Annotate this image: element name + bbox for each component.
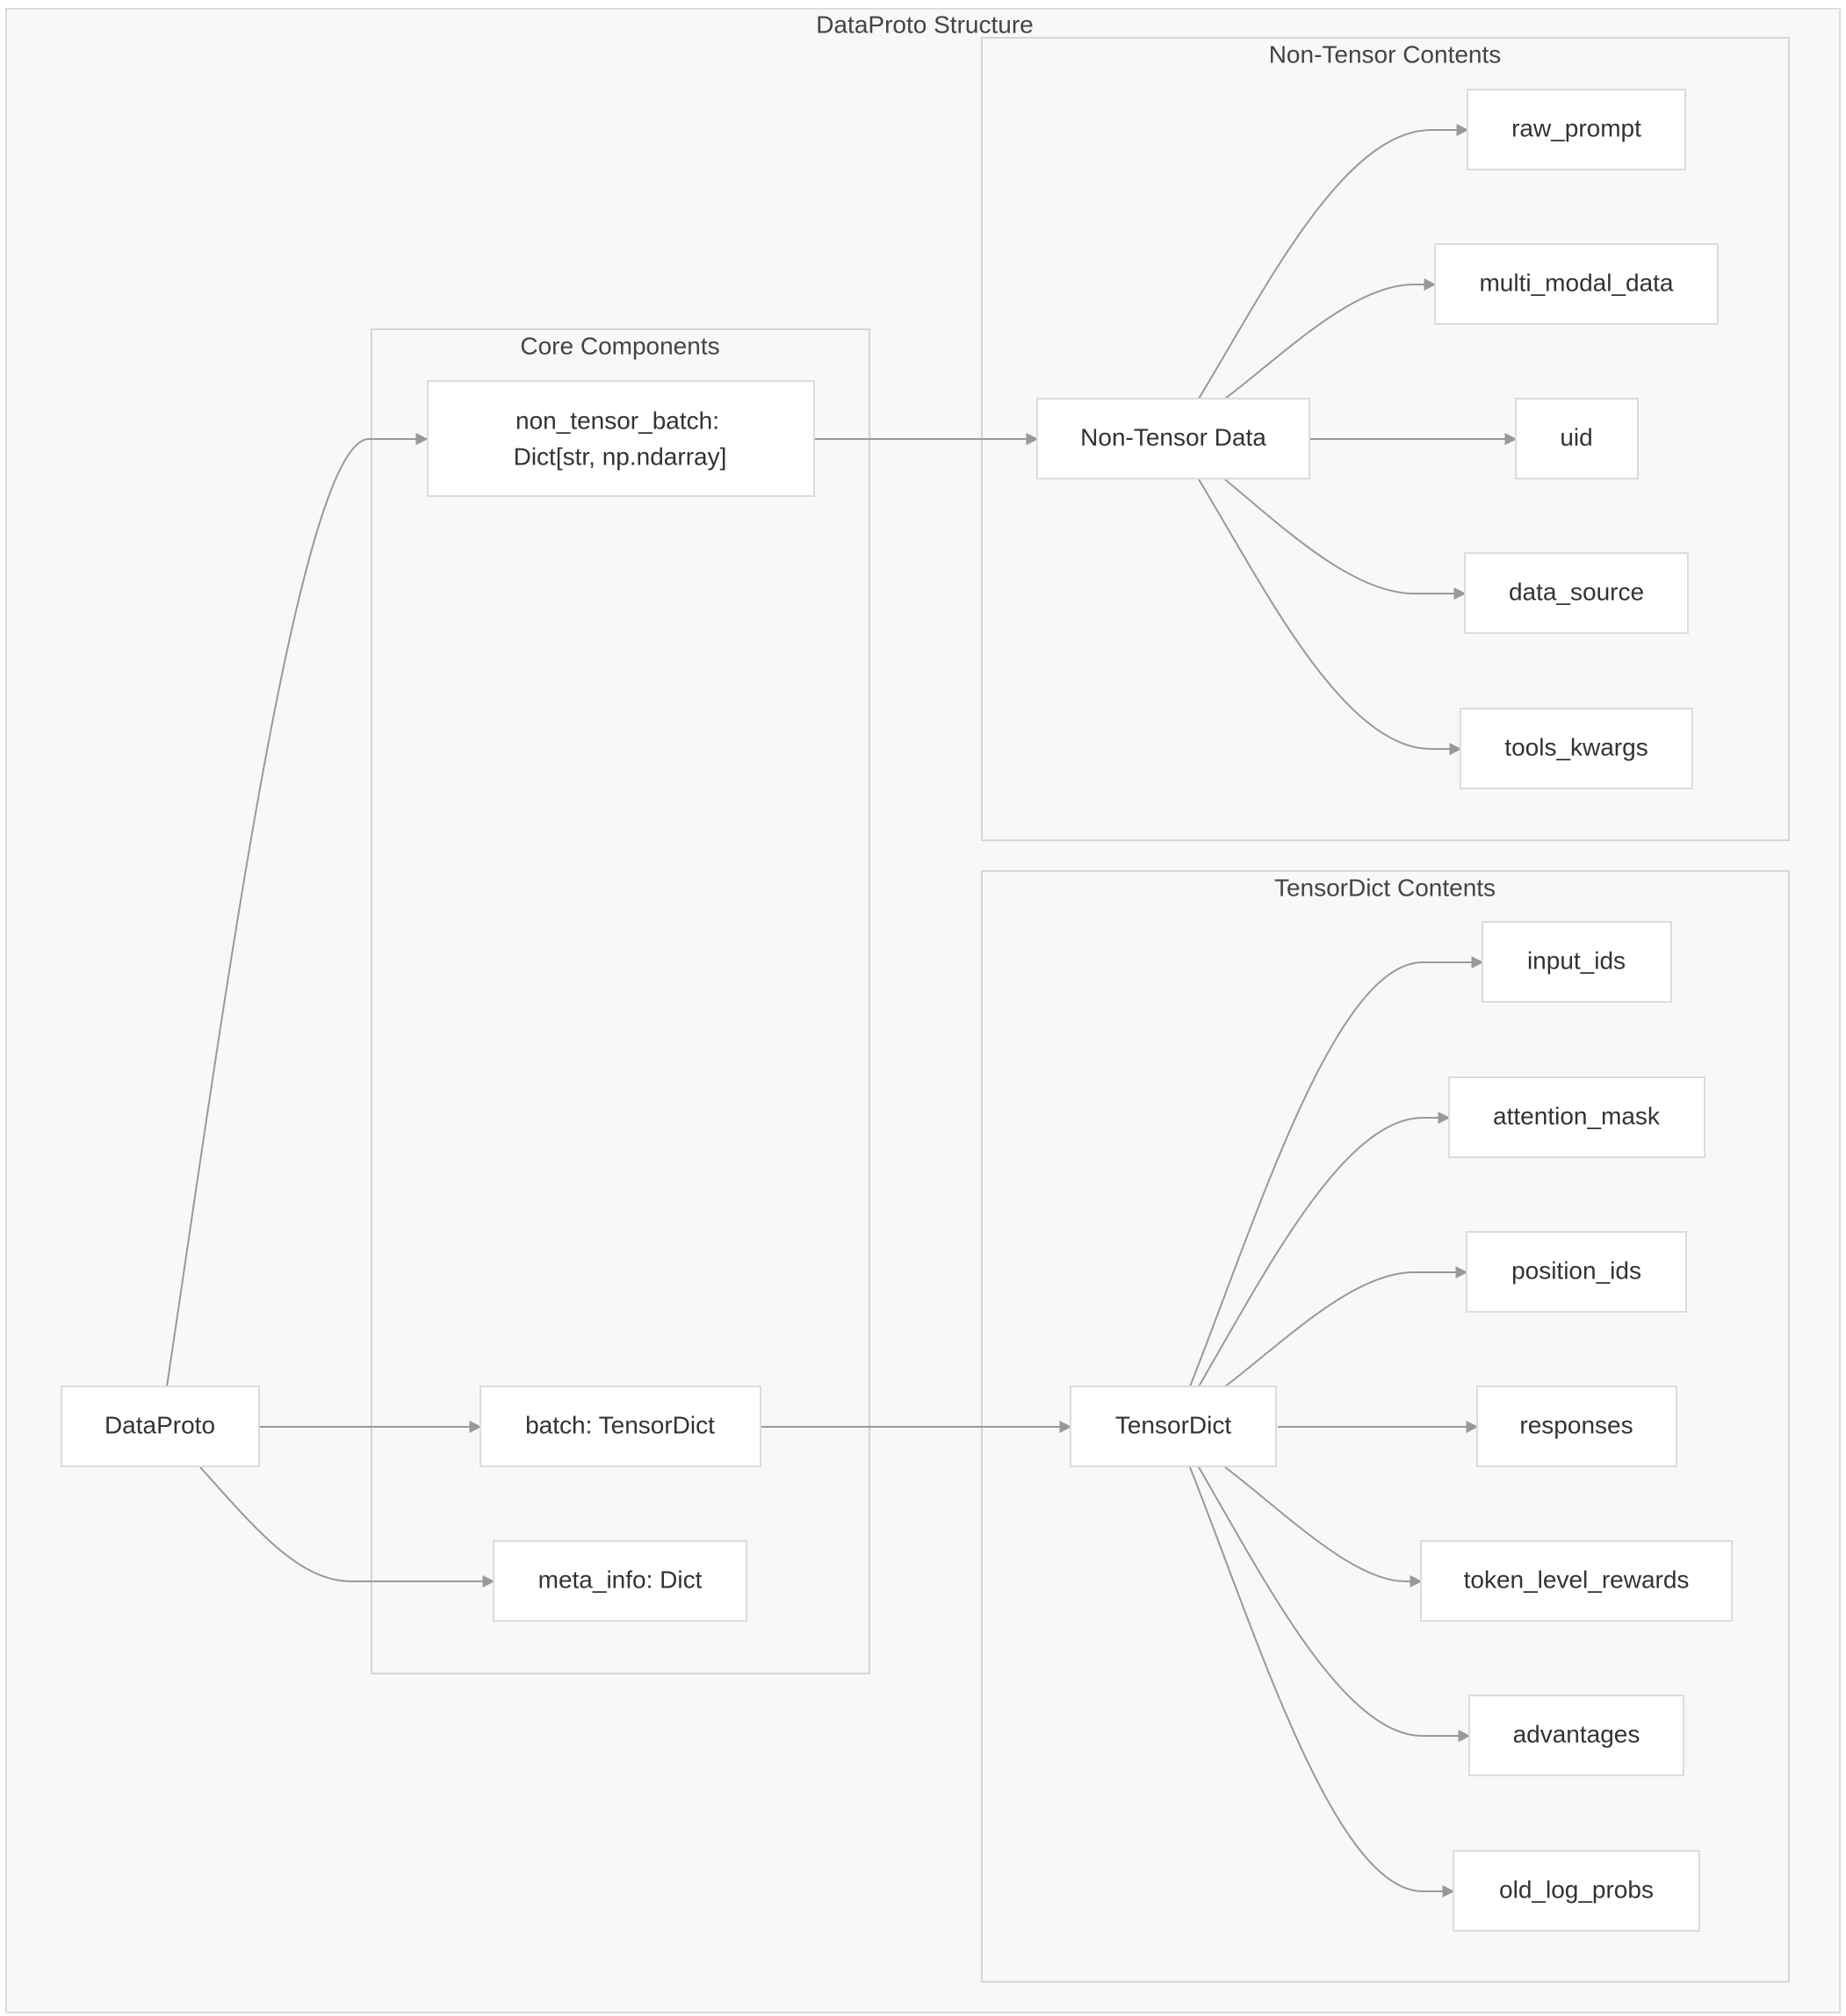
edge-non-tensor-data-to-data-source <box>1224 479 1467 600</box>
node-label-batch: batch: TensorDict <box>525 1411 715 1438</box>
node-multi-modal-data[interactable]: multi_modal_data <box>1434 243 1719 325</box>
node-label-old-log-probs: old_log_probs <box>1499 1876 1654 1903</box>
node-label-non-tensor-batch-line2: Dict[str, np.ndarray] <box>514 443 727 470</box>
node-advantages[interactable]: advantages <box>1468 1695 1684 1776</box>
node-label-raw-prompt: raw_prompt <box>1511 114 1641 141</box>
node-label-meta-info: meta_info: Dict <box>538 1566 703 1593</box>
edge-non-tensor-data-to-tools-kwargs <box>1198 479 1462 755</box>
edges <box>166 124 1518 1897</box>
node-label-tensordict: TensorDict <box>1115 1411 1231 1438</box>
node-label-responses: responses <box>1519 1411 1633 1438</box>
edge-tensordict-to-position-ids <box>1224 1266 1468 1387</box>
node-old-log-probs[interactable]: old_log_probs <box>1453 1850 1700 1932</box>
node-label-advantages: advantages <box>1513 1720 1640 1747</box>
node-dataproto[interactable]: DataProto <box>61 1386 260 1467</box>
node-label-multi-modal-data: multi_modal_data <box>1479 269 1673 296</box>
edge-tensordict-to-attention-mask <box>1198 1112 1451 1387</box>
node-label-non-tensor-data: Non-Tensor Data <box>1080 423 1266 450</box>
edge-tensordict-to-token-level-rewards <box>1224 1466 1423 1588</box>
node-label-non-tensor-batch-line1: non_tensor_batch: <box>516 407 719 434</box>
node-responses[interactable]: responses <box>1476 1386 1677 1467</box>
node-non-tensor-data[interactable]: Non-Tensor Data <box>1036 398 1310 479</box>
node-non-tensor-batch[interactable]: non_tensor_batch: Dict[str, np.ndarray] <box>427 380 815 497</box>
diagram-title: DataProto Structure <box>816 11 1033 38</box>
node-label-attention-mask: attention_mask <box>1493 1102 1661 1129</box>
node-label-input-ids: input_ids <box>1527 947 1626 974</box>
node-label-token-level-rewards: token_level_rewards <box>1464 1566 1690 1593</box>
node-label-dataproto: DataProto <box>105 1411 215 1438</box>
group-title-tensordict-contents: TensorDict Contents <box>1274 874 1496 901</box>
node-label-position-ids: position_ids <box>1511 1256 1641 1284</box>
edge-dataproto-to-meta-info <box>199 1466 495 1588</box>
node-attention-mask[interactable]: attention_mask <box>1448 1076 1705 1158</box>
node-tools-kwargs[interactable]: tools_kwargs <box>1460 708 1693 789</box>
node-position-ids[interactable]: position_ids <box>1466 1231 1687 1313</box>
group-core-components: Core Components <box>371 328 870 1674</box>
node-meta-info[interactable]: meta_info: Dict <box>493 1540 747 1622</box>
node-input-ids[interactable]: input_ids <box>1482 921 1672 1003</box>
edge-tensordict-to-input-ids <box>1189 956 1484 1387</box>
node-token-level-rewards[interactable]: token_level_rewards <box>1420 1540 1733 1622</box>
edge-tensordict-to-advantages <box>1198 1466 1471 1742</box>
edge-non-tensor-data-to-raw-prompt <box>1198 124 1469 400</box>
edge-non-tensor-data-to-multi-modal-data <box>1224 278 1437 400</box>
group-title-core-components: Core Components <box>520 332 719 359</box>
node-raw-prompt[interactable]: raw_prompt <box>1467 89 1686 170</box>
node-label-data-source: data_source <box>1509 578 1644 605</box>
node-label-uid: uid <box>1560 423 1592 450</box>
edge-dataproto-to-non-tensor-batch <box>166 433 429 1387</box>
node-label-tools-kwargs: tools_kwargs <box>1504 733 1648 760</box>
node-data-source[interactable]: data_source <box>1464 552 1689 634</box>
node-batch[interactable]: batch: TensorDict <box>480 1386 761 1467</box>
node-uid[interactable]: uid <box>1515 398 1639 479</box>
edge-tensordict-to-old-log-probs <box>1189 1466 1455 1897</box>
node-tensordict[interactable]: TensorDict <box>1070 1386 1277 1467</box>
group-title-non-tensor-contents: Non-Tensor Contents <box>1269 40 1502 68</box>
